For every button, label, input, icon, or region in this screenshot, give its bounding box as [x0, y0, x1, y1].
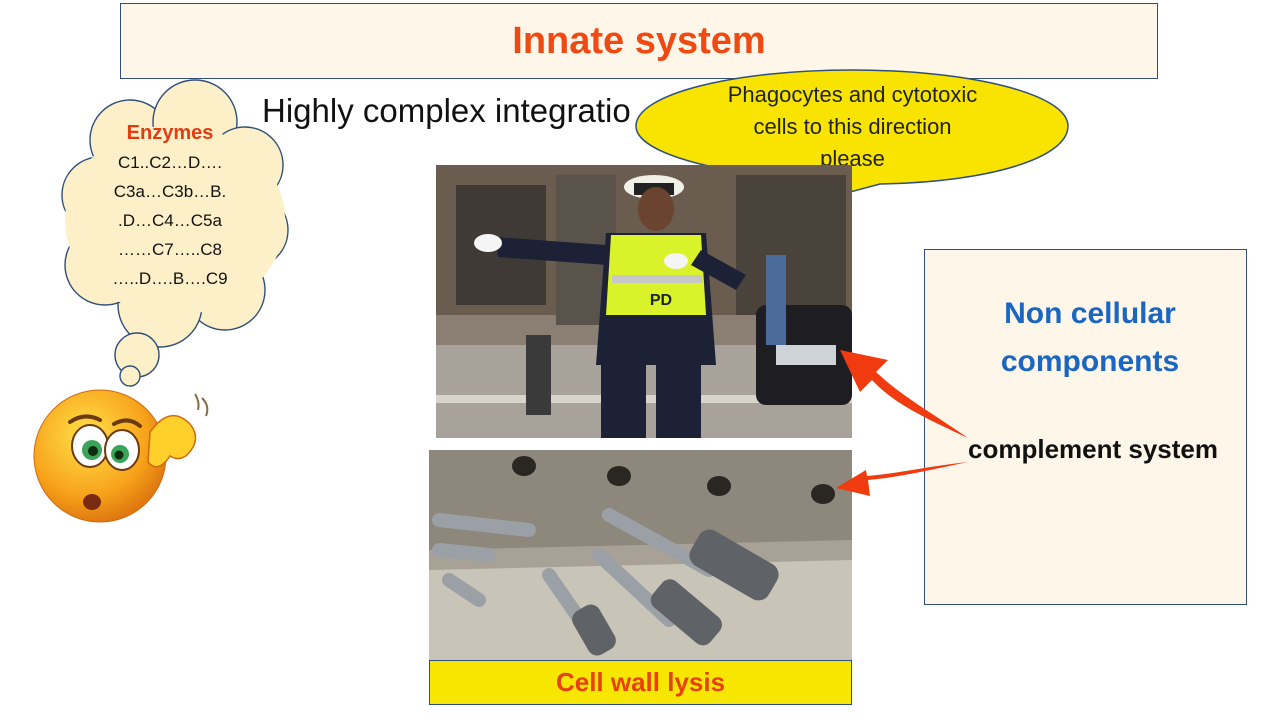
enzyme-line: ……C7…..C8 [118, 240, 222, 259]
enzyme-line: .D…C4…C5a [118, 211, 222, 230]
speech-text: Phagocytes and cytotoxic cells to this d… [690, 79, 1015, 175]
thinking-emoji-icon [33, 389, 209, 523]
enzyme-line: C1..C2…D…. [118, 153, 222, 172]
side-panel [924, 249, 1247, 605]
enzyme-line: …..D….B….C9 [112, 269, 228, 288]
thought-text: Enzymes C1..C2…D…. C3a…C3b…B. .D…C4…C5a … [95, 118, 245, 293]
slide-subtitle: Highly complex integratio [262, 92, 631, 129]
side-title-line: components [1000, 345, 1180, 378]
thought-cloud [61, 79, 289, 387]
speech-line: cells to this direction [753, 114, 952, 139]
caption-bar: Cell wall lysis [429, 660, 852, 705]
speech-line: Phagocytes and cytotoxic [727, 82, 978, 107]
caption-text: Cell wall lysis [555, 667, 726, 697]
drill-bits-photo [429, 450, 852, 660]
enzyme-line: C3a…C3b…B. [113, 182, 227, 201]
enzymes-heading: Enzymes [126, 122, 214, 144]
slide-title: Innate system [512, 19, 766, 62]
traffic-police-photo: PD [436, 165, 852, 438]
side-panel-title: Non cellular components [960, 290, 1220, 386]
side-title-line: Non cellular [1004, 297, 1176, 330]
side-panel-subtitle: complement system [968, 434, 1218, 464]
title-banner: Innate system [120, 3, 1158, 79]
officer-figure: PD [474, 175, 746, 438]
vest-label: PD [650, 292, 672, 309]
